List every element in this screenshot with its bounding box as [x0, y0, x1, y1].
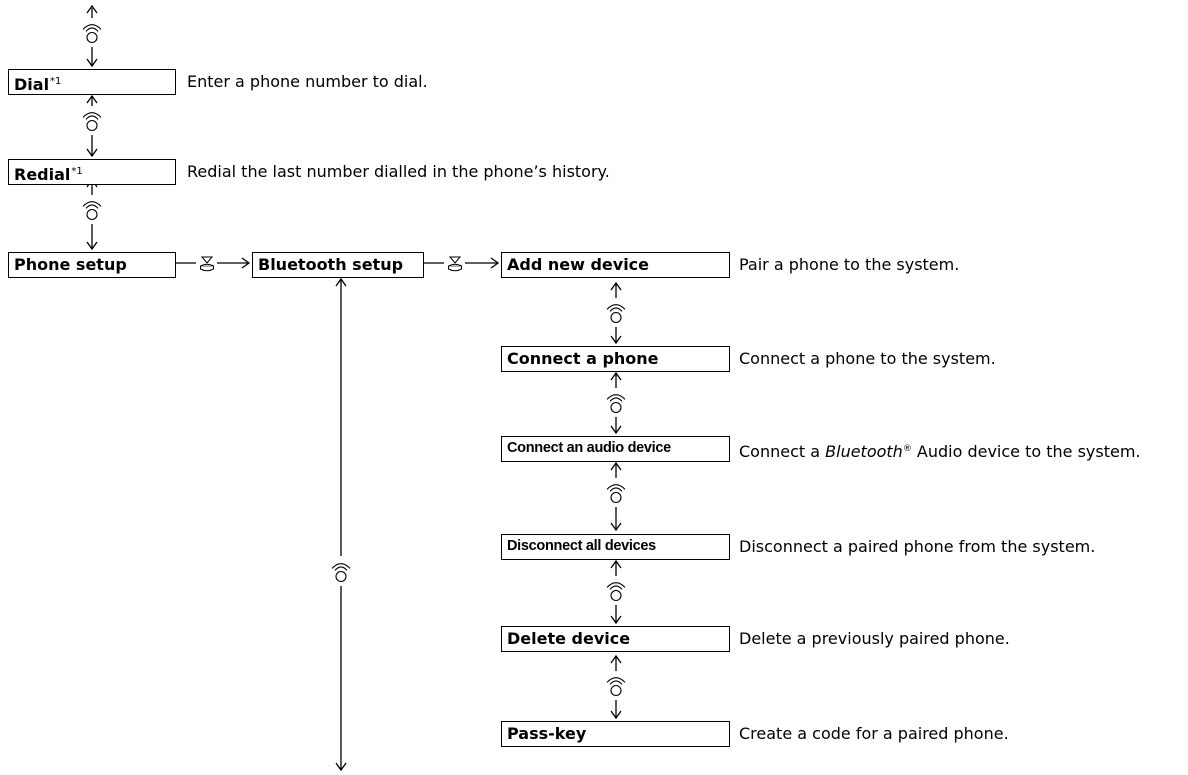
menu-item-bluetooth-setup-label: Bluetooth setup — [258, 255, 404, 274]
interface-dial-rotate-icon — [82, 201, 102, 221]
interface-dial-rotate-icon — [331, 563, 351, 583]
menu-item-phone-setup-label: Phone setup — [14, 255, 127, 274]
submenu-item-delete-device[interactable]: Delete device — [501, 626, 730, 652]
menu-item-redial-label: Redial — [14, 165, 71, 184]
dial-description: Enter a phone number to dial. — [187, 72, 428, 91]
submenu-item-label: Connect an audio device — [507, 440, 671, 456]
submenu-item-label: Delete device — [507, 629, 631, 648]
footnote-mark: *1 — [50, 76, 62, 87]
pass-key-description: Create a code for a paired phone. — [739, 724, 1009, 743]
interface-dial-rotate-icon — [606, 677, 626, 697]
menu-item-bluetooth-setup[interactable]: Bluetooth setup — [252, 252, 424, 278]
redial-description: Redial the last number dialled in the ph… — [187, 162, 610, 181]
add-new-device-description: Pair a phone to the system. — [739, 255, 960, 274]
interface-dial-rotate-icon — [606, 484, 626, 504]
interface-dial-press-icon — [448, 256, 462, 272]
connect-a-phone-description: Connect a phone to the system. — [739, 349, 996, 368]
interface-dial-press-icon — [200, 256, 214, 272]
registered-mark: ® — [902, 444, 912, 454]
arrow-icon — [86, 4, 98, 14]
submenu-item-label: Add new device — [507, 255, 650, 274]
menu-item-dial-label: Dial — [14, 75, 50, 94]
submenu-item-disconnect-all-devices[interactable]: Disconnect all devices — [501, 534, 730, 560]
arrow-icon — [86, 94, 98, 104]
submenu-item-pass-key[interactable]: Pass-key — [501, 721, 730, 747]
description-text: Connect a — [739, 442, 826, 461]
submenu-item-label: Connect a phone — [507, 349, 659, 368]
interface-dial-rotate-icon — [606, 582, 626, 602]
arrow-icon — [86, 241, 98, 251]
arrow-icon — [335, 762, 347, 772]
menu-item-dial[interactable]: Dial*1 — [8, 69, 176, 95]
arrow-icon — [86, 58, 98, 68]
submenu-item-label: Disconnect all devices — [507, 538, 656, 554]
arrow-icon — [490, 257, 500, 269]
submenu-item-connect-a-phone[interactable]: Connect a phone — [501, 346, 730, 372]
brand-name: Bluetooth — [825, 442, 903, 461]
interface-dial-rotate-icon — [82, 24, 102, 44]
arrow-icon — [241, 257, 251, 269]
interface-dial-rotate-icon — [606, 304, 626, 324]
description-text: Audio device to the system. — [911, 442, 1141, 461]
submenu-item-label: Pass-key — [507, 724, 587, 743]
interface-dial-rotate-icon — [606, 394, 626, 414]
arrow-icon — [86, 148, 98, 158]
delete-device-description: Delete a previously paired phone. — [739, 629, 1010, 648]
disconnect-all-devices-description: Disconnect a paired phone from the syste… — [739, 537, 1096, 556]
submenu-item-add-new-device[interactable]: Add new device — [501, 252, 730, 278]
footnote-mark: *1 — [71, 166, 83, 177]
submenu-item-connect-an-audio-device[interactable]: Connect an audio device — [501, 436, 730, 462]
connect-an-audio-device-description: Connect a Bluetooth® Audio device to the… — [739, 439, 1159, 462]
submenu-links — [610, 281, 622, 720]
menu-item-phone-setup[interactable]: Phone setup — [8, 252, 176, 278]
menu-item-redial[interactable]: Redial*1 — [8, 159, 176, 185]
arrow-icon — [335, 277, 347, 287]
interface-dial-rotate-icon — [82, 112, 102, 132]
